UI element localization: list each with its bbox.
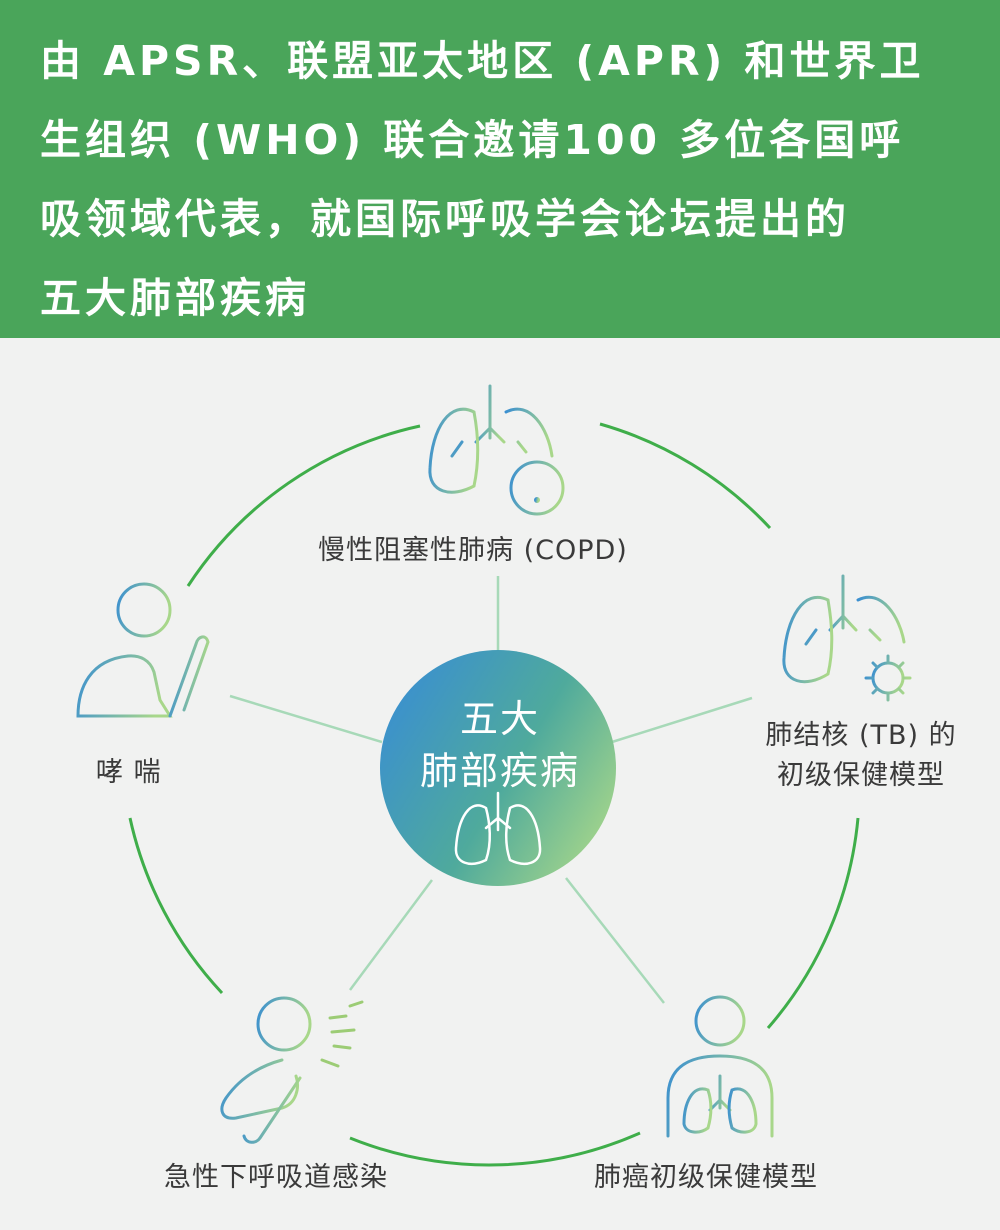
person-breathless-icon xyxy=(76,582,210,718)
banner-line-1: 由 APSR、联盟亚太地区 (APR) 和世界卫 xyxy=(40,37,925,85)
banner-line-3: 吸领域代表，就国际呼吸学会论坛提出的 xyxy=(40,195,850,243)
center-title: 五大 肺部疾病 xyxy=(380,693,620,797)
banner-text: 由 APSR、联盟亚太地区 (APR) 和世界卫 生组织 (WHO) 联合邀请1… xyxy=(40,22,970,338)
diagram-graphics xyxy=(76,384,912,1167)
lungs-icon xyxy=(454,791,542,865)
tb-label-line-1: 肺结核 (TB) 的 xyxy=(765,720,957,751)
outer-ring xyxy=(128,422,860,1167)
person-cough-icon xyxy=(220,996,364,1144)
header-banner: 由 APSR、联盟亚太地区 (APR) 和世界卫 生组织 (WHO) 联合邀请1… xyxy=(0,0,1000,338)
tb-label: 肺结核 (TB) 的 初级保健模型 xyxy=(754,716,968,796)
five-diseases-diagram: 五大 肺部疾病 慢性阻塞性肺病 (COPD) 肺结核 (TB) 的 初级保健模型… xyxy=(0,338,1000,1230)
lungs-alert-icon xyxy=(428,384,565,516)
spokes xyxy=(229,576,753,1004)
copd-label: 慢性阻塞性肺病 (COPD) xyxy=(318,535,628,566)
center-title-line-2: 肺部疾病 xyxy=(419,749,580,793)
center-circle xyxy=(380,650,616,886)
respiratory-infection-label: 急性下呼吸道感染 xyxy=(164,1162,388,1193)
asthma-label: 哮 喘 xyxy=(96,757,162,788)
person-lungs-icon xyxy=(666,995,774,1138)
lung-cancer-label: 肺癌初级保健模型 xyxy=(594,1162,818,1193)
tb-label-line-2: 初级保健模型 xyxy=(777,760,945,791)
banner-line-4: 五大肺部疾病 xyxy=(40,274,310,322)
center-title-line-1: 五大 xyxy=(459,697,540,741)
banner-line-2: 生组织 (WHO) 联合邀请100 多位各国呼 xyxy=(40,116,905,164)
lungs-virus-icon xyxy=(782,574,912,702)
